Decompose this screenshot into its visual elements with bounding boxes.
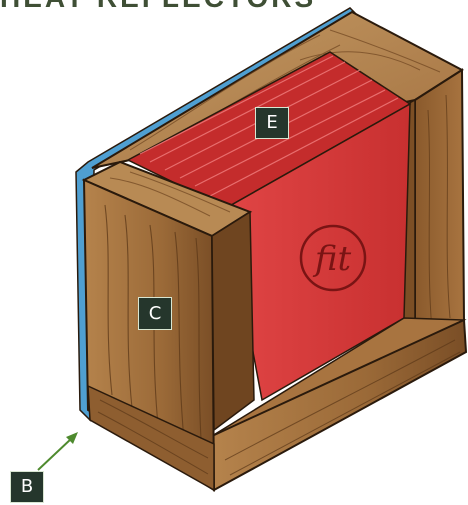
callout-label-e: E	[255, 107, 289, 139]
logo-text: fit	[312, 239, 352, 279]
callout-label-c: C	[138, 297, 172, 330]
callout-label-b: B	[10, 471, 44, 503]
pointer-arrow-b	[38, 432, 78, 470]
right-stud-front	[415, 70, 464, 348]
front-stud-side	[212, 212, 254, 430]
